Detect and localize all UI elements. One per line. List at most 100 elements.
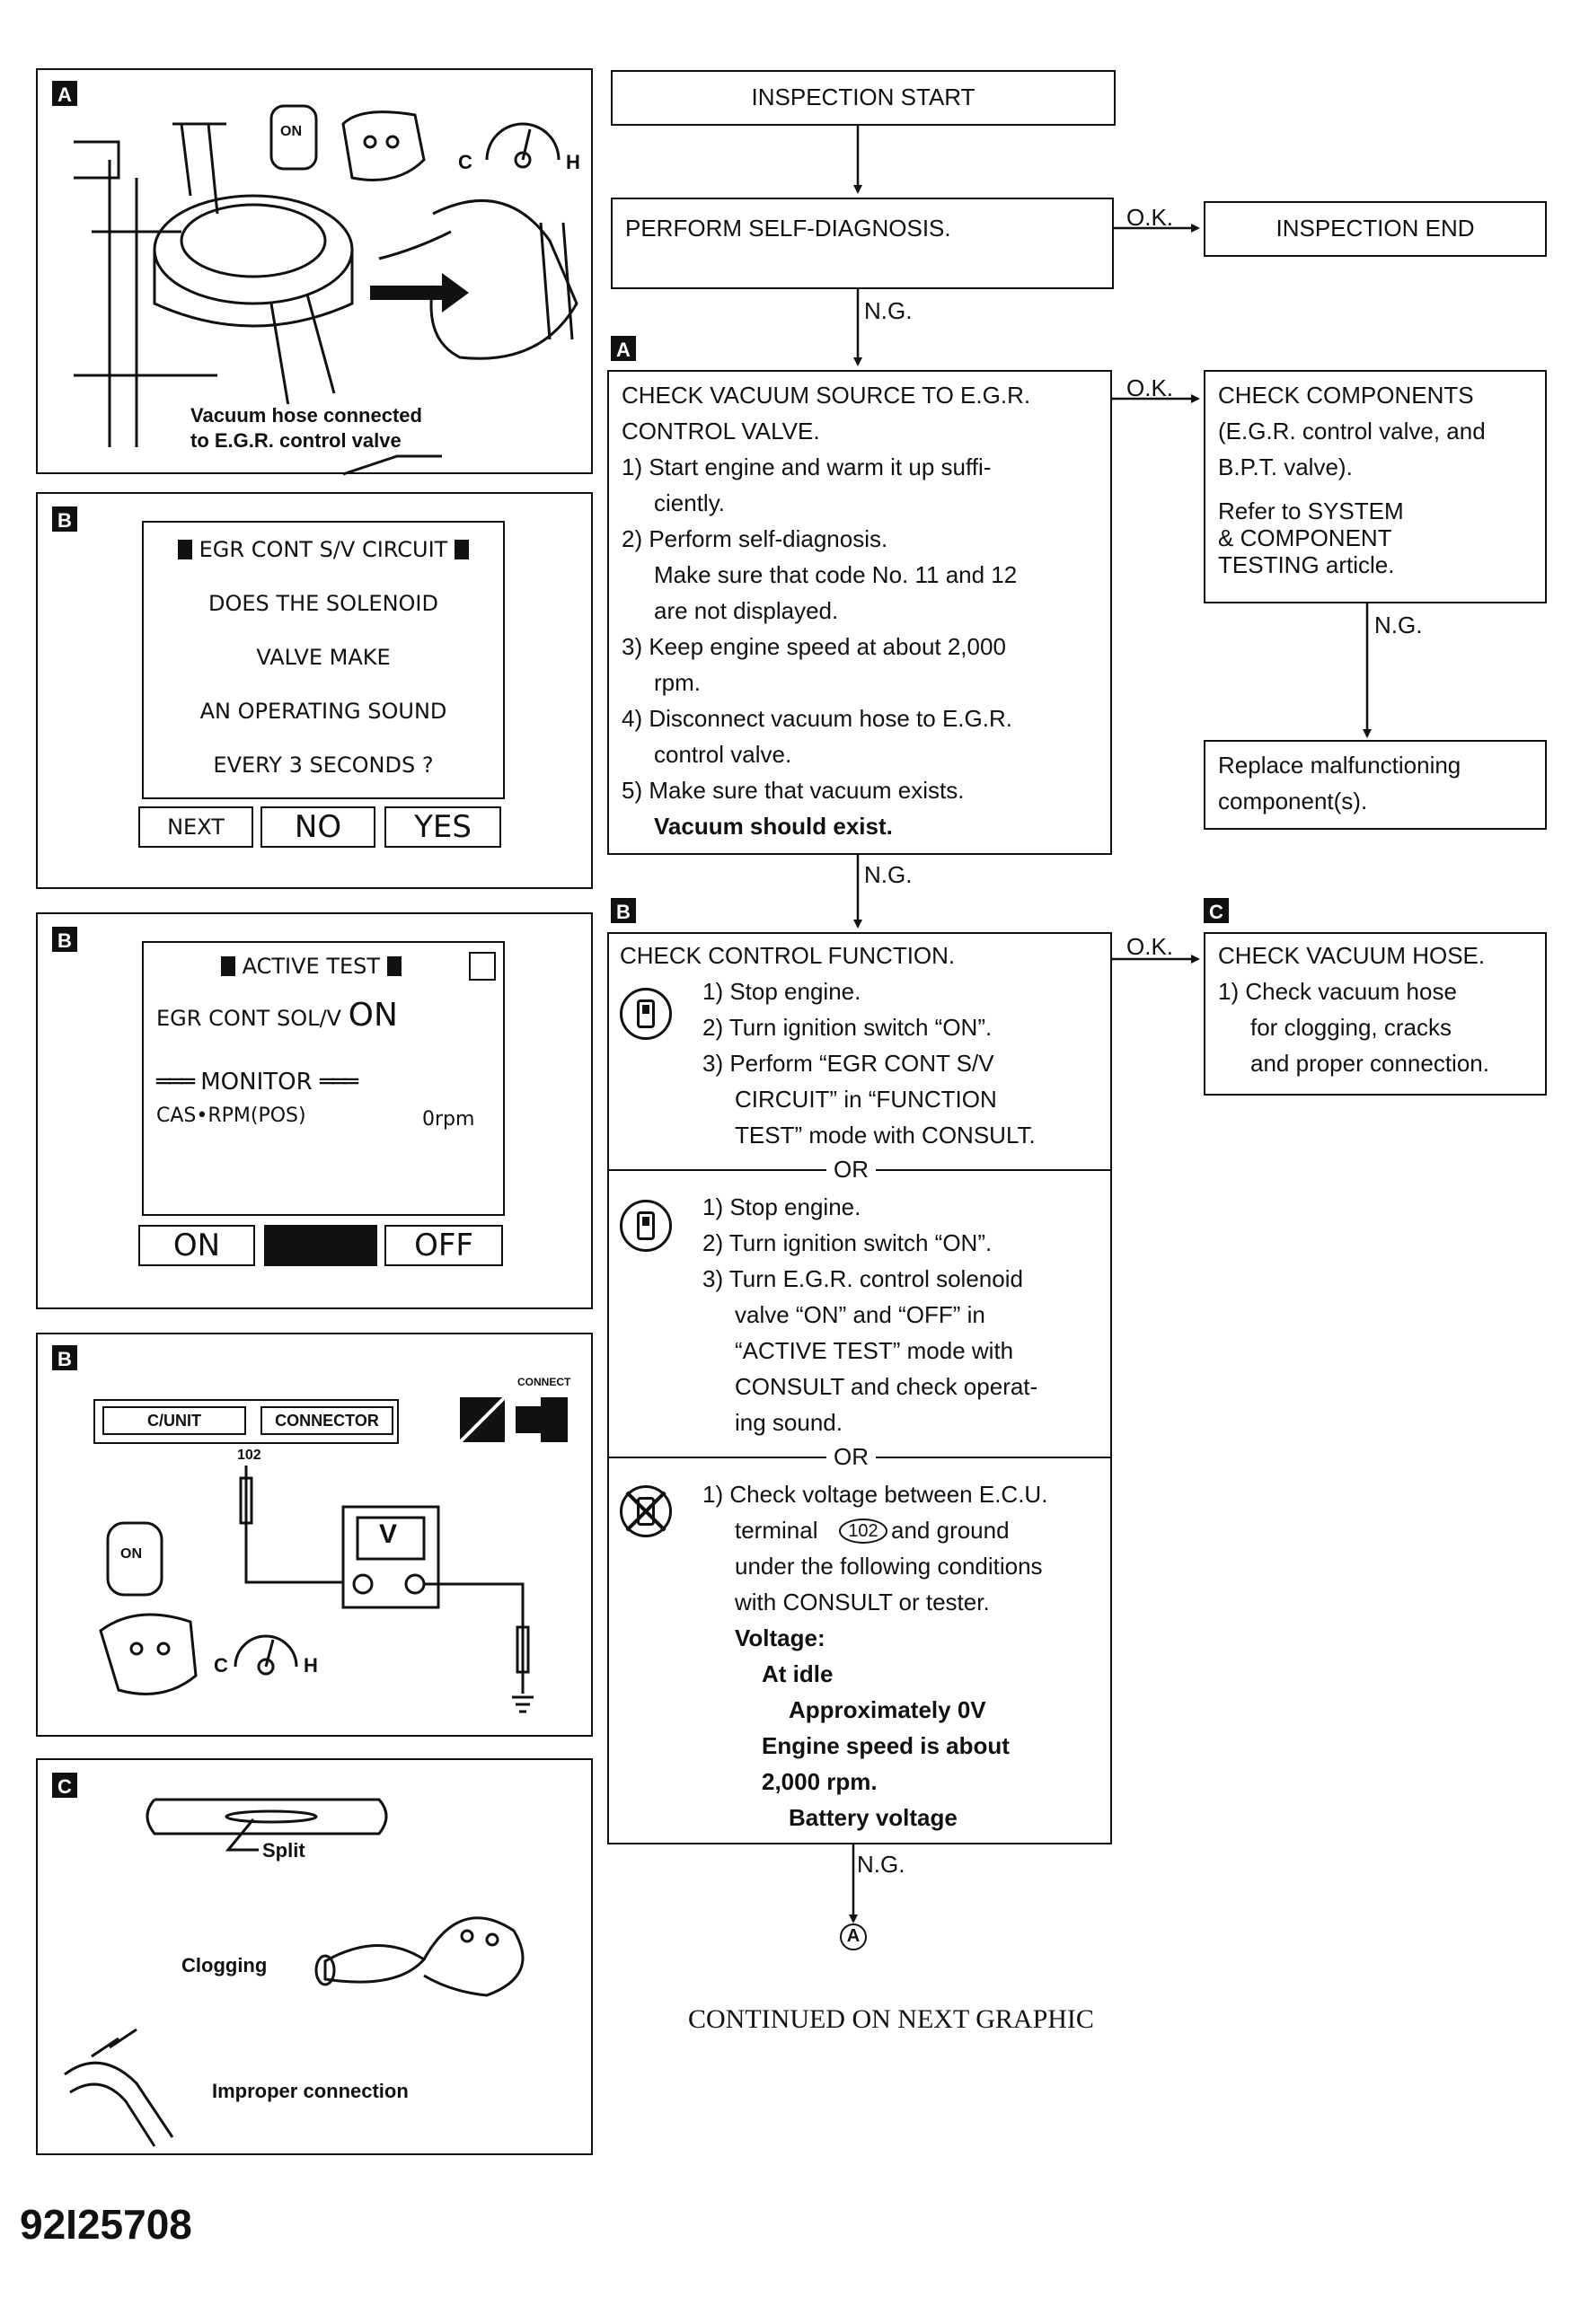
voltage-heading: Voltage:: [735, 1624, 825, 1651]
control-g2-step-3c: “ACTIVE TEST” mode with: [735, 1337, 1014, 1364]
clogging-label: Clogging: [181, 1954, 268, 1976]
block-icon: [454, 540, 469, 559]
cunit-connector: C/UNIT CONNECTOR: [93, 1399, 399, 1444]
inspection-end-label: INSPECTION END: [1276, 215, 1475, 242]
voltage-2000-rpm: 2,000 rpm.: [762, 1768, 878, 1795]
flow-tag-a: A: [611, 336, 636, 361]
hose-line-1: CHECK VACUUM HOSE.: [1218, 942, 1486, 969]
active-item-value: ON: [348, 997, 398, 1034]
control-g1-step-1: 1) Stop engine.: [702, 978, 861, 1005]
control-g3-step-1d: with CONSULT or tester.: [735, 1589, 990, 1615]
voltage-2000-value: Battery voltage: [789, 1804, 958, 1831]
vacuum-step-1b: ciently.: [654, 489, 725, 516]
engine-vacuum-illustration: [74, 104, 578, 476]
vacuum-step-3a: 3) Keep engine speed at about 2,000: [622, 633, 1006, 660]
continue-marker: A: [840, 1923, 867, 1950]
check-components-box: CHECK COMPONENTS (E.G.R. control valve, …: [1204, 370, 1547, 603]
control-g3-step-1c: under the following conditions: [735, 1553, 1043, 1580]
vacuum-step-4b: control valve.: [654, 741, 792, 768]
checkbox-icon[interactable]: [469, 952, 496, 981]
components-ref-1: Refer to SYSTEM: [1218, 497, 1404, 524]
control-g1-step-3c: TEST” mode with CONSULT.: [735, 1122, 1036, 1149]
vacuum-title-1: CHECK VACUUM SOURCE TO E.G.R.: [622, 382, 1031, 409]
monitor-value: 0rpm: [422, 1108, 475, 1131]
continued-note: CONTINUED ON NEXT GRAPHIC: [688, 2004, 1094, 2034]
ng-label: N.G.: [857, 1851, 905, 1878]
voltmeter-wiring-diagram: [99, 1395, 568, 1713]
consult-unit-icon: [620, 988, 672, 1040]
inspection-start-label: INSPECTION START: [751, 84, 975, 110]
screen-line-3: VALVE MAKE: [256, 645, 391, 670]
pin-label: 102: [237, 1448, 261, 1463]
panel-b-active-test: B ACTIVE TEST EGR CONT SOL/V ON ═══ MONI…: [36, 912, 593, 1309]
vacuum-step-3b: rpm.: [654, 669, 701, 696]
improper-connection-label: Improper connection: [212, 2080, 409, 2102]
control-g3-step-1a: 1) Check voltage between E.C.U.: [702, 1481, 1048, 1508]
control-g2-step-3e: ing sound.: [735, 1409, 843, 1436]
vacuum-step-1a: 1) Start engine and warm it up suffi-: [622, 453, 992, 480]
vacuum-step-4a: 4) Disconnect vacuum hose to E.G.R.: [622, 705, 1012, 732]
check-vacuum-hose-box: CHECK VACUUM HOSE. 1) Check vacuum hose …: [1204, 932, 1547, 1096]
active-item-label: EGR CONT SOL/V: [156, 1006, 341, 1031]
panel-tag-a: A: [52, 81, 77, 106]
no-consult-icon: [620, 1485, 672, 1537]
middle-button[interactable]: [264, 1225, 377, 1266]
connector-label: CONNECTOR: [260, 1406, 393, 1435]
control-g3-terminal-label: terminal: [735, 1517, 818, 1544]
control-g2-step-3d: CONSULT and check operat-: [735, 1373, 1038, 1400]
vacuum-title-2: CONTROL VALVE.: [622, 418, 820, 445]
ng-label: N.G.: [1374, 612, 1423, 638]
panel-b-voltage-check: B C/UNIT CONNECTOR 102: [36, 1333, 593, 1737]
terminal-102-badge: 102: [839, 1519, 887, 1544]
on-button[interactable]: ON: [138, 1225, 255, 1266]
control-g2-step-1: 1) Stop engine.: [702, 1193, 861, 1220]
screen-line-4: AN OPERATING SOUND: [199, 699, 447, 724]
active-test-title: ACTIVE TEST: [242, 954, 381, 979]
self-diagnosis-box: PERFORM SELF-DIAGNOSIS.: [611, 198, 1114, 289]
off-button[interactable]: OFF: [384, 1225, 503, 1266]
active-header: ACTIVE TEST: [221, 954, 402, 979]
control-g2-step-3a: 3) Turn E.G.R. control solenoid: [702, 1265, 1023, 1292]
control-g2-step-3b: valve “ON” and “OFF” in: [735, 1301, 985, 1328]
self-diagnosis-label: PERFORM SELF-DIAGNOSIS.: [625, 215, 951, 242]
components-line-2: (E.G.R. control valve, and: [1218, 418, 1486, 445]
replace-component-box: Replace malfunctioning component(s).: [1204, 740, 1547, 830]
gauge-c-label: C: [458, 151, 472, 173]
panel-tag-b: B: [52, 506, 77, 532]
hose-defect-illustration: [64, 1798, 525, 2147]
consult-unit-icon: [620, 1200, 672, 1252]
consult-screen-active: ACTIVE TEST EGR CONT SOL/V ON ═══ MONITO…: [142, 941, 505, 1216]
no-button[interactable]: NO: [260, 806, 375, 848]
voltage-idle-label: At idle: [762, 1660, 834, 1687]
control-title: CHECK CONTROL FUNCTION.: [620, 942, 956, 969]
panel-a-vacuum-illustration: A C H ON Vacuum h: [36, 68, 593, 476]
gauge-c-label: C: [214, 1654, 228, 1677]
key-on-label: ON: [280, 124, 302, 139]
screen-line-5: EVERY 3 SECONDS ?: [213, 753, 434, 778]
flow-tag-b: B: [611, 898, 636, 923]
panel-tag-b: B: [52, 927, 77, 952]
control-g1-step-3b: CIRCUIT” in “FUNCTION: [735, 1086, 997, 1113]
panel-a-caption-1: Vacuum hose connected: [190, 404, 422, 427]
components-line-3: B.P.T. valve).: [1218, 453, 1353, 480]
screen-line-2: DOES THE SOLENOID: [208, 591, 438, 616]
ng-label: N.G.: [864, 861, 913, 888]
vacuum-step-2b: Make sure that code No. 11 and 12: [654, 561, 1018, 588]
figure-id: 92I25708: [20, 2201, 192, 2248]
components-ref-2: & COMPONENT: [1218, 524, 1392, 551]
monitor-param: CAS•RPM(POS): [156, 1105, 306, 1127]
inspection-start-box: INSPECTION START: [611, 70, 1116, 126]
connect-label: CONNECT: [517, 1376, 571, 1388]
check-vacuum-source-box: CHECK VACUUM SOURCE TO E.G.R. CONTROL VA…: [607, 370, 1112, 855]
key-on-label: ON: [120, 1546, 142, 1562]
gauge-h-label: H: [304, 1654, 318, 1677]
next-button[interactable]: NEXT: [138, 806, 253, 848]
block-icon: [221, 956, 235, 976]
screen-line-1: EGR CONT S/V CIRCUIT: [199, 537, 448, 562]
yes-button[interactable]: YES: [384, 806, 501, 848]
block-icon: [178, 540, 192, 559]
screen-header: EGR CONT S/V CIRCUIT: [144, 537, 503, 562]
gauge-h-label: H: [566, 151, 580, 173]
split-label: Split: [262, 1839, 305, 1862]
